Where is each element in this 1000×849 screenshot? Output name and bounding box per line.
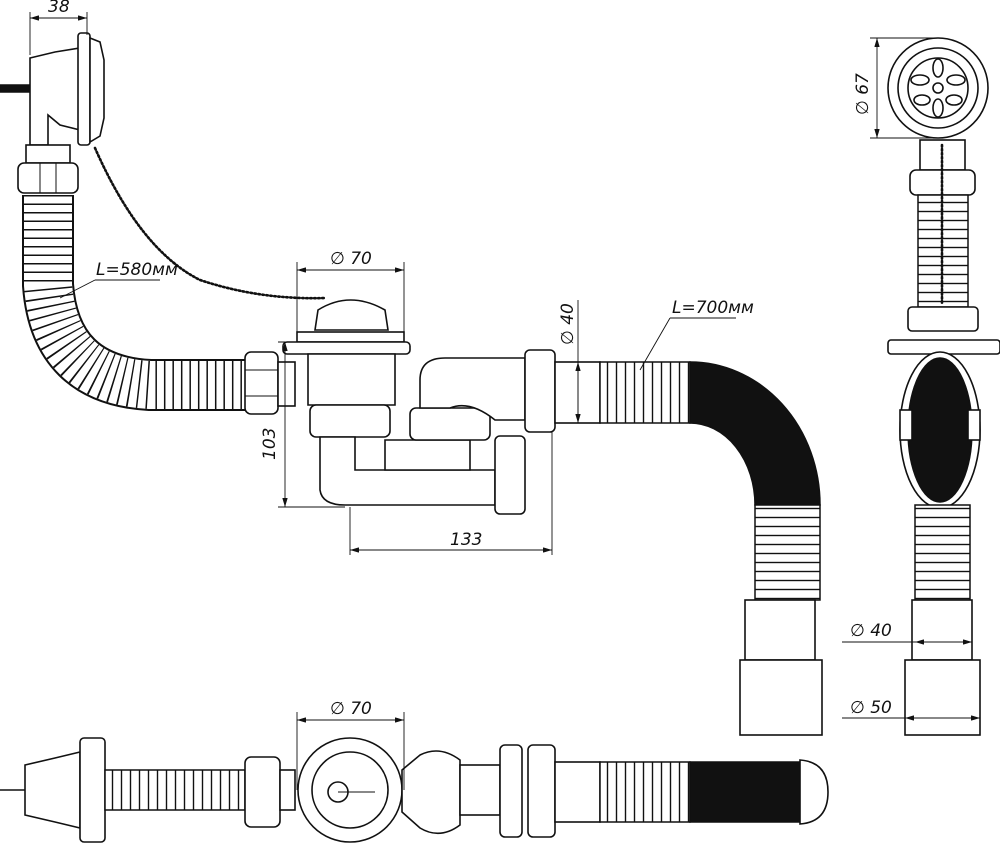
top-view [0,737,829,843]
dim-label-l580: L=580мм [96,260,178,280]
overflow-body [29,47,81,146]
dim-label-d70-top: ∅ 70 [330,249,372,269]
dimension-d40-end: ∅ 40 [842,621,972,645]
overflow-bolt [0,84,31,93]
dim-label-d50-end: ∅ 50 [850,698,892,718]
plug-chain [93,146,327,300]
dimension-103: 103 [260,341,345,508]
trap-outlet-nut [494,435,526,515]
dimension-38: 38 [29,0,88,55]
dim-label-l700: L=700мм [672,298,754,318]
outlet-corrugated-vertical [754,504,821,601]
outlet-hose-bend [689,361,821,506]
trap-assembly [282,299,823,736]
trap-nut-1 [309,404,391,438]
dim-label-d67: ∅ 67 [853,73,873,115]
grate-holes-icon [910,58,966,118]
overflow-cap [89,36,105,144]
overflow-nut [17,162,79,194]
dim-label-d70-bottom: ∅ 70 [330,699,372,719]
dim-label-38: 38 [48,0,70,17]
hose-end-outer [739,659,823,736]
plug [314,299,389,331]
overflow-assembly [0,32,296,415]
trap-nut-2 [409,407,491,441]
dimension-d70-top: ∅ 70 [296,249,405,342]
side-hose-black [907,357,973,503]
dimension-l580: L=580мм [59,260,178,299]
outlet-corrugated-section [599,361,691,424]
dimension-d50-end: ∅ 50 [842,698,980,721]
outlet-nut [524,349,556,433]
dimension-d67: ∅ 67 [853,37,938,139]
dimension-d70-bottom: ∅ 70 [296,699,405,790]
dim-label-d40-end: ∅ 40 [850,621,892,641]
dim-label-103: 103 [260,428,280,460]
dimension-d40-outlet: ∅ 40 [558,300,581,423]
hose-nut-left [244,351,279,415]
dimension-l700: L=700мм [639,298,754,371]
hose-end-inner [744,599,816,661]
side-view [887,37,1000,736]
dim-label-133: 133 [450,530,482,550]
dimension-133: 133 [349,432,553,555]
overflow-flange [77,32,91,146]
dim-label-d40-outlet: ∅ 40 [558,303,578,345]
strainer-flange [282,341,411,355]
